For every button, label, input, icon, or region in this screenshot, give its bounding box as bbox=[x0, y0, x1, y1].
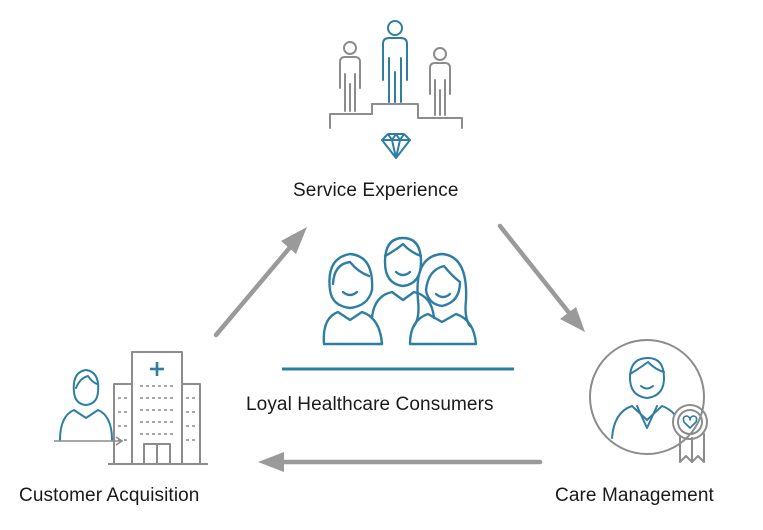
care-management-label: Care Management bbox=[555, 485, 714, 506]
heart-icon bbox=[682, 415, 698, 429]
customer-acquisition-label: Customer Acquisition bbox=[19, 485, 200, 506]
medical-cross-icon bbox=[150, 362, 164, 376]
arrow-care-to-acquisition bbox=[258, 452, 543, 472]
arrow-into-building-icon bbox=[54, 436, 124, 446]
person-icon bbox=[59, 369, 113, 441]
diamond-icon bbox=[381, 133, 411, 159]
award-badge-icon bbox=[672, 404, 708, 463]
hospital-building-icon bbox=[108, 351, 208, 465]
loyal-consumers-label: Loyal Healthcare Consumers bbox=[246, 394, 494, 415]
doctor-badge-icon bbox=[589, 339, 708, 463]
arrow-service-to-care bbox=[497, 223, 585, 332]
three-people-group-icon bbox=[322, 236, 478, 346]
podium-people-icon bbox=[329, 20, 463, 129]
service-experience-label: Service Experience bbox=[293, 180, 459, 201]
arrow-acquisition-to-service bbox=[213, 227, 307, 338]
